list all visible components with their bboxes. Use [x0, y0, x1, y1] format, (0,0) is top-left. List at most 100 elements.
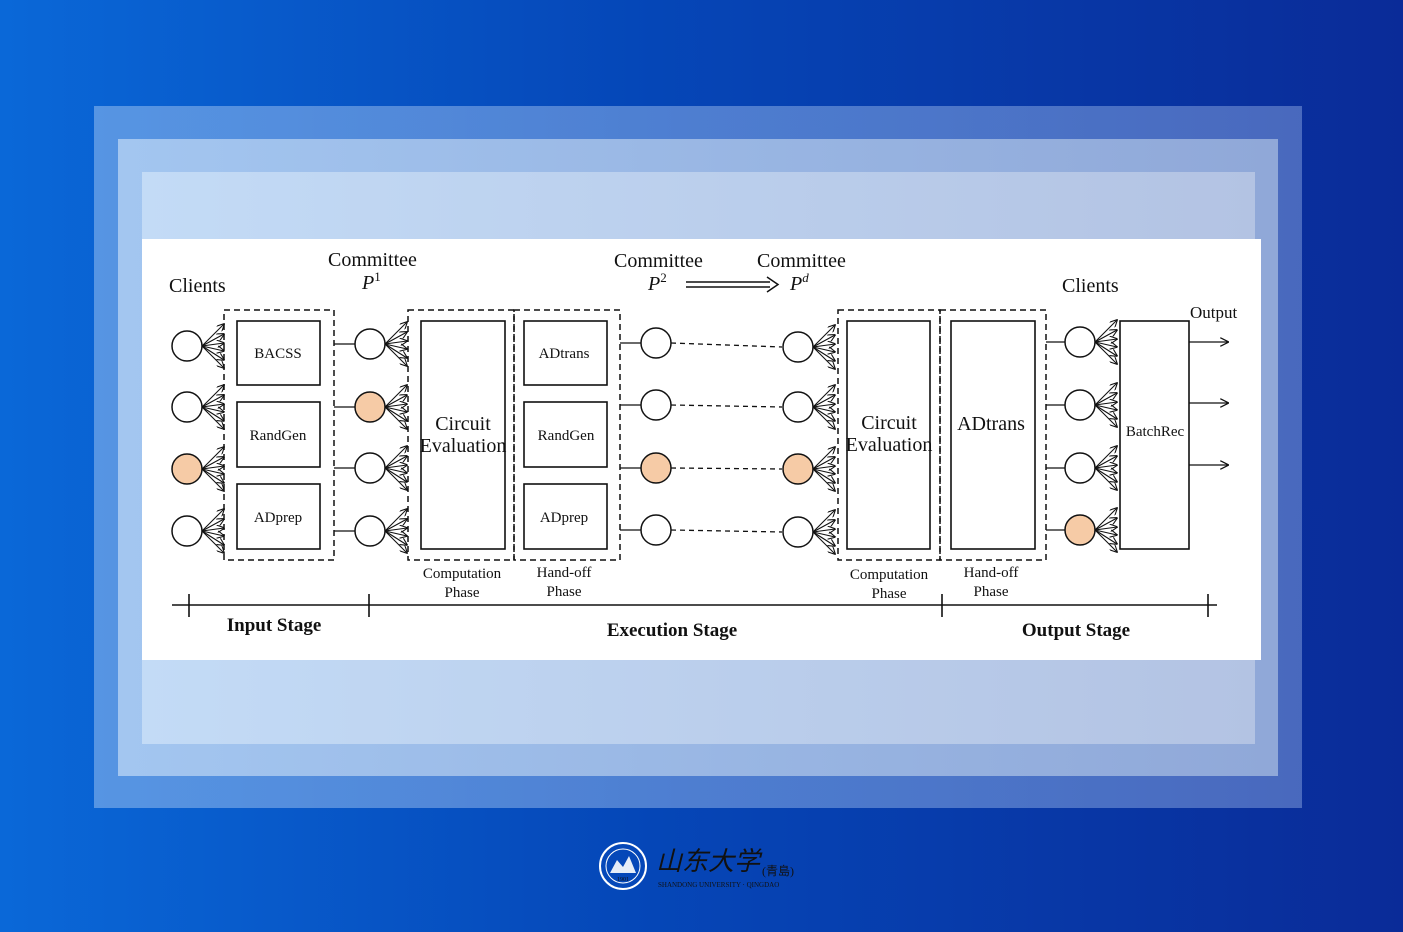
committee-pd-label: Committee	[757, 250, 846, 272]
nodes-layer	[171, 320, 1228, 554]
fan-arrow	[201, 509, 224, 532]
fan-arrow	[201, 468, 224, 491]
university-seal-icon: 1901	[599, 842, 647, 890]
batchrec-box	[1119, 320, 1190, 550]
fan-arrow	[812, 520, 835, 533]
circuit-evaluation-1-box	[420, 320, 506, 550]
computation-phase-1-line2: Phase	[445, 585, 480, 601]
fan-arrow	[812, 406, 835, 421]
fan-arrow	[1094, 465, 1117, 468]
fan-arrow	[812, 531, 835, 537]
batchrec-label: BatchRec	[1126, 424, 1185, 440]
committee-p1-label: Committee	[328, 249, 417, 271]
bacss-box	[236, 320, 321, 386]
adprep-input-box	[236, 483, 321, 550]
fan-arrow	[384, 530, 407, 536]
committee-pd-node	[782, 453, 814, 485]
fan-arrow	[384, 395, 407, 408]
adtrans-output-label: ADtrans	[957, 413, 1025, 435]
dashed-link	[670, 467, 783, 470]
client-left-node	[171, 391, 203, 423]
dashed-link	[670, 404, 783, 408]
fan-arrow	[812, 406, 835, 412]
fan-arrow	[812, 385, 835, 408]
handoff-phase-d-line2: Phase	[974, 584, 1009, 600]
fan-arrow	[384, 467, 407, 482]
dashed-link	[670, 342, 783, 348]
committee-p1-node	[354, 452, 386, 484]
fan-arrow	[1094, 404, 1117, 419]
fan-arrow	[812, 531, 835, 554]
clients-left-label: Clients	[169, 275, 226, 297]
fan-arrow	[1094, 529, 1117, 544]
fan-arrow	[384, 530, 407, 553]
fan-arrow	[384, 322, 407, 345]
fan-arrow	[812, 325, 835, 348]
fan-arrow	[812, 395, 835, 408]
fan-arrow	[1094, 339, 1117, 342]
computation-phase-1-dashed-group	[407, 309, 515, 561]
fan-arrow	[201, 385, 224, 408]
fan-arrow	[201, 457, 224, 470]
committee-p2-node	[640, 514, 672, 546]
fan-arrow	[1094, 467, 1117, 490]
campus-cn: (青島)	[762, 863, 794, 878]
committee-pd-node	[782, 331, 814, 363]
fan-arrow	[1094, 456, 1117, 469]
fan-arrow	[812, 346, 835, 369]
fan-arrow	[1094, 508, 1117, 531]
circuit-eval-d-line2: Evaluation	[846, 434, 933, 456]
fan-arrow	[384, 343, 407, 366]
adtrans-1-label: ADtrans	[539, 346, 590, 362]
randgen-1-label: RandGen	[538, 428, 595, 444]
fan-arrow	[812, 406, 835, 429]
fan-arrow	[201, 447, 224, 470]
handoff-phase-1-line2: Phase	[547, 584, 582, 600]
fan-arrow	[201, 345, 224, 360]
circuit-eval-1-line2: Evaluation	[420, 435, 507, 457]
fan-arrow	[812, 404, 835, 407]
university-logo: 1901 山东大学 (青島) SHANDONG UNIVERSITY · QIN…	[598, 838, 818, 898]
fan-arrow	[384, 465, 407, 468]
fan-arrow	[201, 406, 224, 429]
fan-arrow	[1094, 518, 1117, 531]
fan-arrow	[201, 530, 224, 553]
committee-p1-symbol: P1	[361, 269, 381, 294]
committee-pd-symbol: Pd	[789, 270, 809, 295]
fan-arrow	[384, 530, 407, 545]
fan-arrow	[812, 346, 835, 352]
client-right-node	[1064, 389, 1096, 421]
client-left-node	[171, 330, 203, 362]
handoff-phase-1-line1: Hand-off	[537, 565, 592, 581]
fan-arrow	[1094, 383, 1117, 406]
output-label: Output	[1190, 303, 1238, 322]
circuit-evaluation-d-box	[846, 320, 931, 550]
fan-arrow	[812, 466, 835, 469]
input-stage-label: Input Stage	[227, 615, 322, 636]
circuit-eval-1-line1: Circuit	[435, 413, 491, 435]
protocol-diagram: Clients Committee P1 Committee P2 Commit…	[142, 239, 1261, 660]
fan-arrow	[201, 519, 224, 532]
handoff-phase-d-line1: Hand-off	[964, 565, 1019, 581]
committee-pd-node	[782, 391, 814, 423]
fan-arrow	[384, 519, 407, 532]
input-stage-dashed-group	[223, 309, 335, 561]
fan-arrow	[384, 509, 407, 532]
fan-arrow	[812, 468, 835, 483]
fan-arrow	[201, 528, 224, 531]
fan-arrow	[201, 466, 224, 469]
fan-arrow	[384, 332, 407, 345]
client-right-node	[1064, 514, 1096, 546]
handoff-phase-d-dashed-group	[939, 309, 1047, 561]
committee-p2-symbol: P2	[647, 270, 667, 295]
committee-p1-node	[354, 515, 386, 547]
fan-arrow	[812, 468, 835, 491]
fan-arrow	[384, 341, 407, 344]
fan-arrow	[201, 468, 224, 483]
fan-arrow	[201, 406, 224, 421]
randgen-input-label: RandGen	[250, 428, 307, 444]
fan-arrow	[384, 406, 407, 421]
adprep-input-label: ADprep	[254, 510, 302, 526]
fan-arrow	[812, 346, 835, 361]
fan-arrow	[384, 406, 407, 429]
